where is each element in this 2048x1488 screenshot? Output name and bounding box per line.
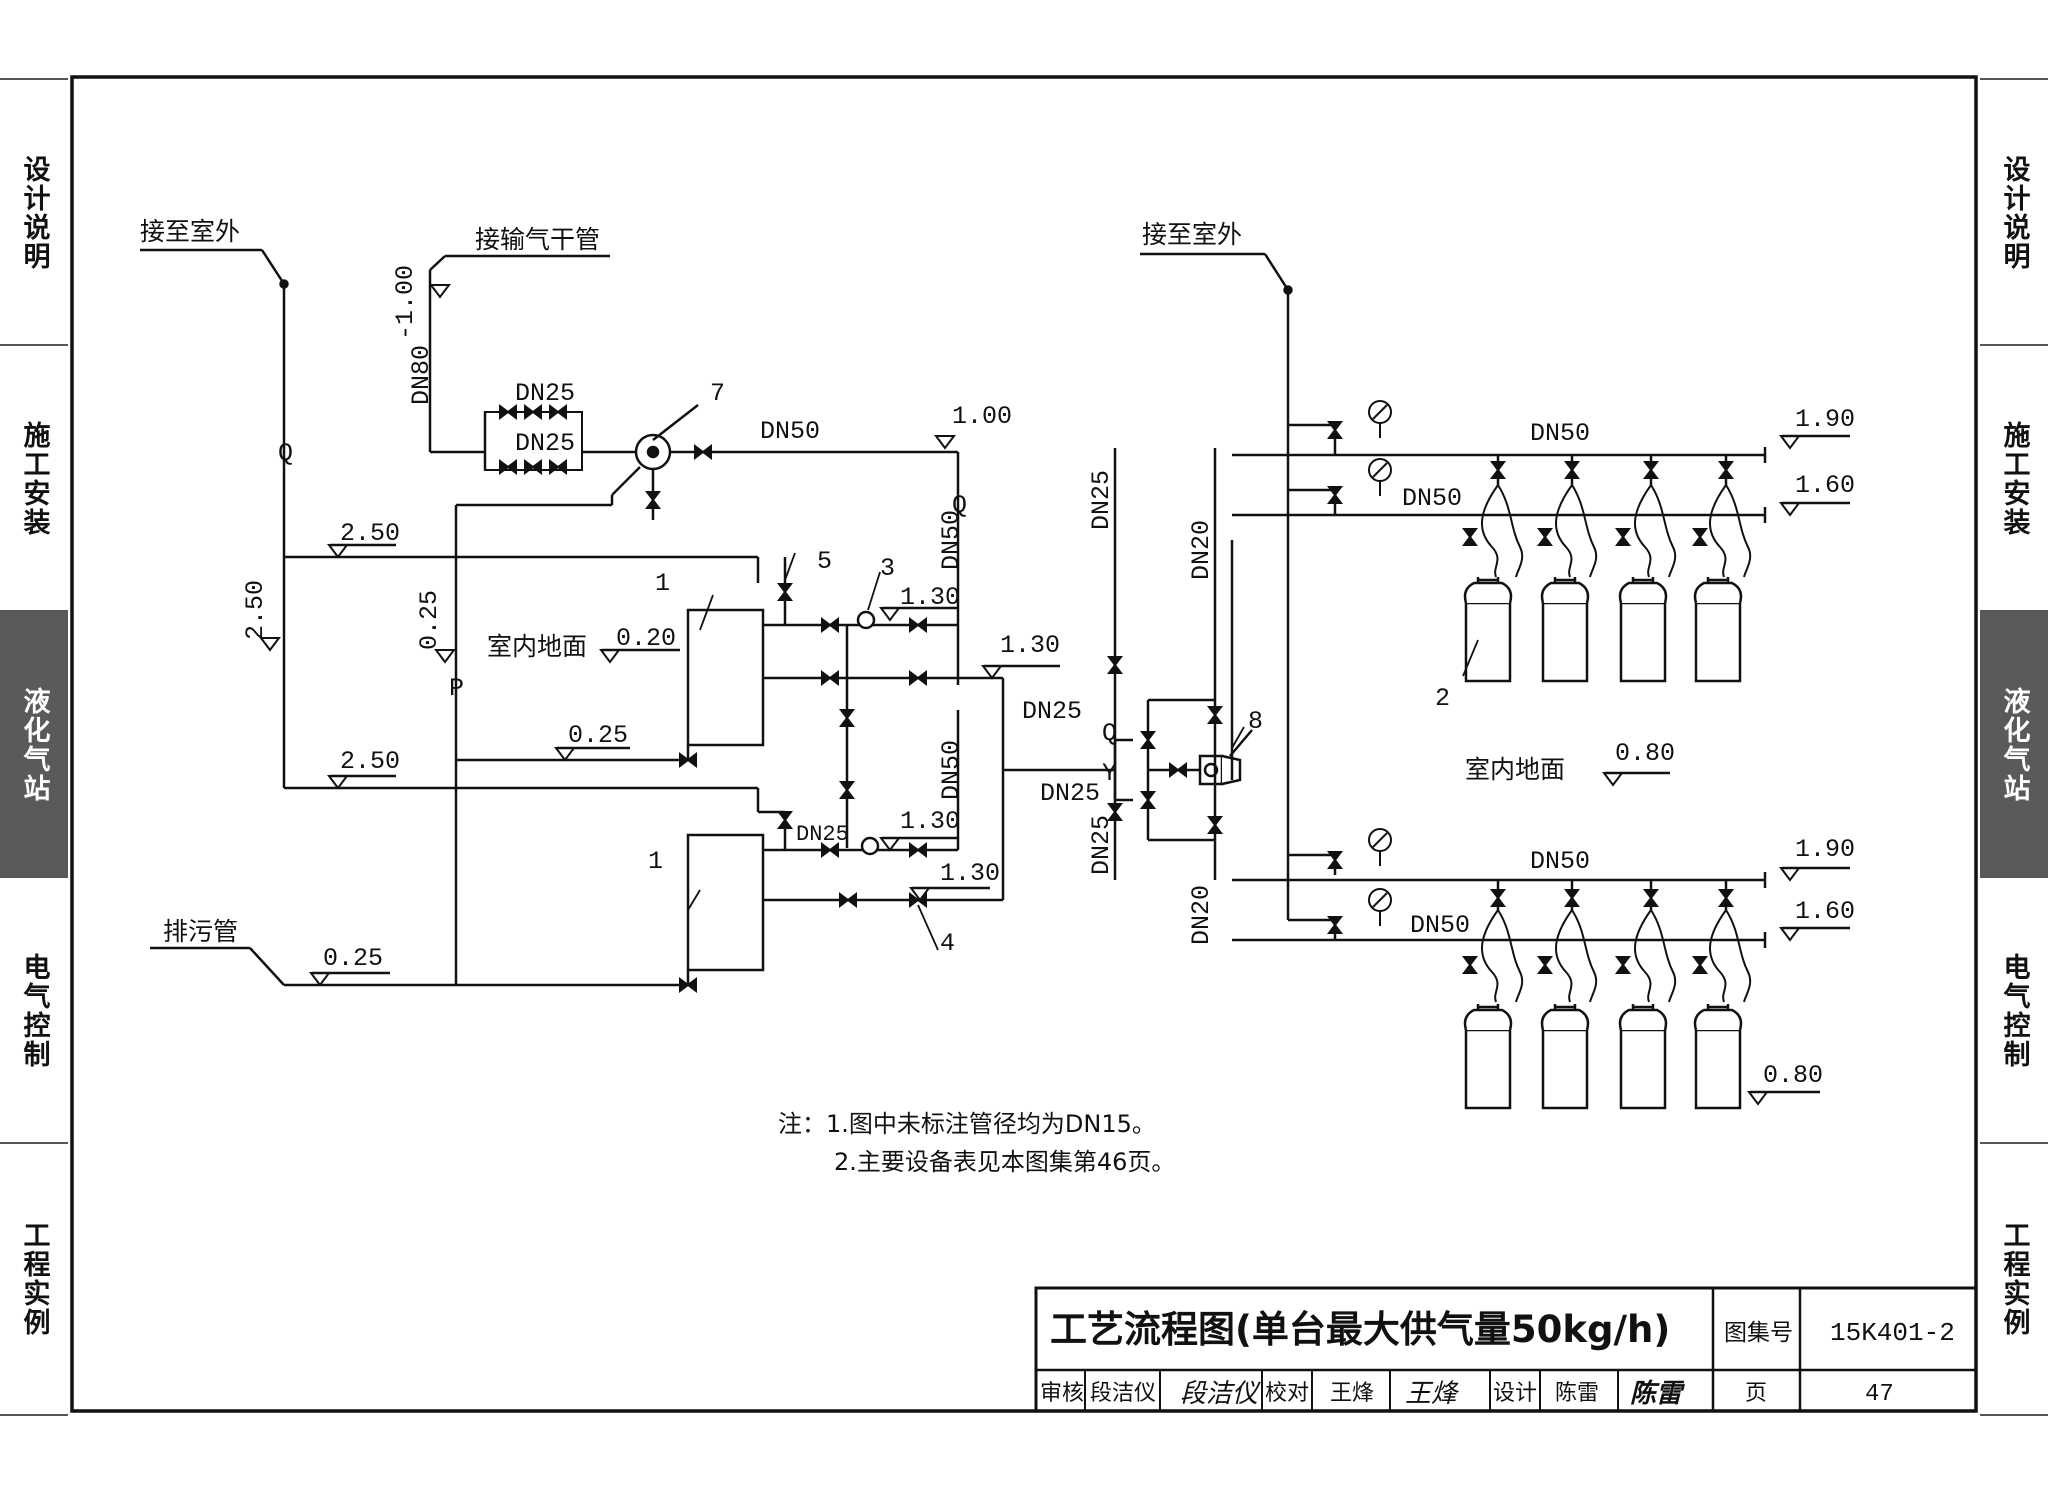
elevation: 0.20 [616,624,676,653]
check-label: 校对 [1265,1381,1309,1406]
pipe-size: DN25 [1022,697,1082,726]
pipe-size: DN25 [1087,470,1116,530]
callout: 8 [1248,707,1263,736]
tab-label: 电气控制 [1998,953,2030,1069]
page-number: 47 [1865,1381,1894,1408]
note-line-1: 注：1.图中未标注管径均为DN15。 [778,1110,1156,1138]
checker-name: 王烽 [1330,1381,1374,1406]
p-mark: P [449,674,464,703]
elevation: 0.25 [415,590,444,650]
elevation: 1.00 [952,402,1012,431]
elevation: 0.25 [323,944,383,973]
tab-label: 设计说明 [18,155,50,271]
elevation: 1.90 [1795,835,1855,864]
label-gas-main: 接输气干管 [475,225,600,254]
checker-signature: 王烽 [1405,1379,1460,1409]
tab-label: 工程实例 [18,1221,50,1337]
pipe-size: DN50 [1530,419,1590,448]
callout: 1 [655,569,670,598]
label-indoor-floor: 室内地面 [487,632,587,661]
tab-label: 电气控制 [18,953,50,1069]
elevation: 1.60 [1795,471,1855,500]
pipe-size: DN80 [407,345,436,405]
callout: 3 [880,554,895,583]
tab-electrical[interactable]: 电气控制 [0,876,68,1144]
elevation: 1.30 [900,583,960,612]
pipe-size: DN25 [796,822,849,847]
q-mark: Q [952,491,967,520]
y-mark: Y [1102,759,1117,788]
cylinder-group-upper [1462,455,1752,683]
cylinder-group-lower [1462,880,1752,1110]
tab-label: 工程实例 [1998,1221,2030,1337]
label-indoor-floor: 室内地面 [1465,755,1565,784]
pipe-size: DN25 [515,379,575,408]
tab-examples[interactable]: 工程实例 [0,1142,68,1416]
callout: 4 [940,929,955,958]
reviewer-name: 段洁仪 [1090,1381,1156,1406]
designer-signature: 陈雷 [1630,1379,1685,1409]
tab-examples[interactable]: 工程实例 [1980,1142,2048,1416]
callout: 1 [648,847,663,876]
tab-label: 液化气站 [18,687,50,803]
pipe-size: DN50 [937,510,966,570]
reviewer-signature: 段洁仪 [1180,1379,1261,1409]
elevation: 2.50 [241,580,270,640]
tab-label: 设计说明 [1998,155,2030,271]
elevation: 0.80 [1763,1061,1823,1090]
pipe-size: DN20 [1187,520,1216,580]
tab-design-notes[interactable]: 设计说明 [1980,78,2048,346]
tab-construction[interactable]: 施工安装 [1980,344,2048,612]
page-label: 页 [1745,1381,1767,1406]
label-outdoor-right: 接至室外 [1142,220,1242,249]
tab-label: 施工安装 [1998,421,2030,537]
callout: 2 [1435,684,1450,713]
q-mark: Q [278,439,293,468]
atlas-label: 图集号 [1724,1320,1793,1346]
tab-design-notes[interactable]: 设计说明 [0,78,68,346]
tab-lpg-station[interactable]: 液化气站 [1980,610,2048,878]
tab-label: 施工安装 [18,421,50,537]
pipe-size: DN50 [937,740,966,800]
label-drain-pipe: 排污管 [163,917,238,946]
elevation: 1.30 [1000,631,1060,660]
pipe-size: DN50 [1402,484,1462,513]
drawing-frame [70,75,1978,1413]
elevation: 0.80 [1615,739,1675,768]
elevation: -1.00 [391,265,420,340]
tab-electrical[interactable]: 电气控制 [1980,876,2048,1144]
pipe-size: DN25 [515,429,575,458]
tab-label: 液化气站 [1998,687,2030,803]
pipe-size: DN50 [1410,911,1470,940]
label-outdoor-left: 接至室外 [140,217,240,246]
designer-name: 陈雷 [1555,1381,1599,1406]
note-line-2: 2.主要设备表见本图集第46页。 [834,1148,1175,1176]
callout: 7 [710,379,725,408]
elevation: 0.25 [568,721,628,750]
drawing-title: 工艺流程图(单台最大供气量50kg/h) [1050,1308,1670,1351]
elevation: 1.30 [900,807,960,836]
pipe-size: DN50 [760,417,820,446]
elevation: 1.90 [1795,405,1855,434]
q-mark: Q [1102,719,1117,748]
tab-construction[interactable]: 施工安装 [0,344,68,612]
elevation: 2.50 [340,747,400,776]
pipe-size: DN50 [1530,847,1590,876]
elevation: 1.30 [940,859,1000,888]
pipe-size: DN25 [1040,779,1100,808]
callout: 5 [817,547,832,576]
design-label: 设计 [1493,1381,1537,1406]
elevation: 1.60 [1795,897,1855,926]
pipe-size: DN20 [1187,885,1216,945]
tab-lpg-station[interactable]: 液化气站 [0,610,68,878]
pipe-size: DN25 [1087,815,1116,875]
atlas-number: 15K401-2 [1830,1318,1955,1348]
review-label: 审核 [1040,1381,1084,1406]
elevation: 2.50 [340,519,400,548]
